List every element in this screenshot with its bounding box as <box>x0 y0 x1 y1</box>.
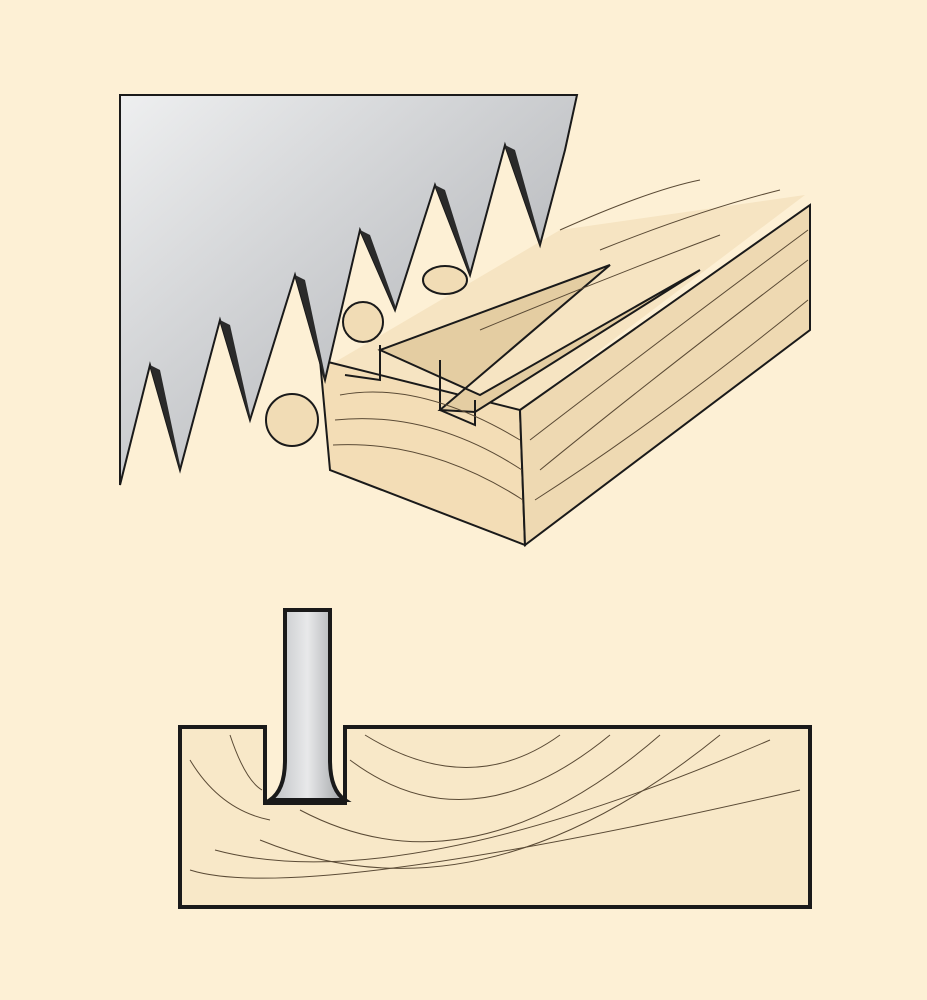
chisel <box>263 608 352 802</box>
board <box>318 179 811 547</box>
wood-grain <box>332 179 809 501</box>
board-side-face <box>518 203 811 547</box>
saw-teeth-shadows <box>150 145 540 470</box>
cross-section <box>178 608 812 909</box>
end-grain <box>189 734 801 879</box>
wood-shavings <box>265 265 468 447</box>
board-cross-section <box>178 725 812 909</box>
